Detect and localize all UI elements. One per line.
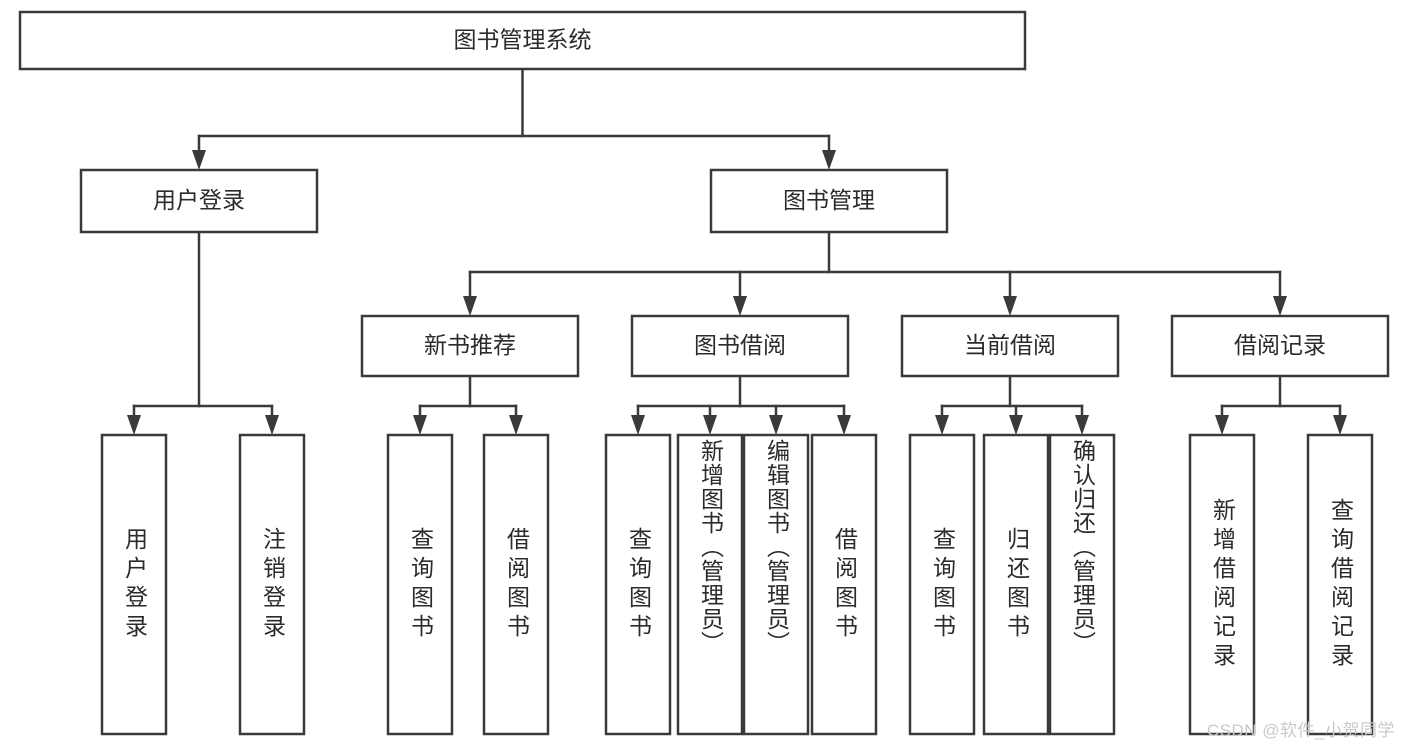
arrow-head-level3-3 xyxy=(1273,296,1287,316)
node-box-level2-用户登录[interactable] xyxy=(79,168,319,234)
node-label-root: 图书管理系统 xyxy=(454,27,592,53)
arrow-head-leaf-10 xyxy=(1075,415,1089,435)
node-label-level3-新书推荐: 新书推荐 xyxy=(424,332,516,358)
node-box-root-图书管理系统[interactable] xyxy=(18,10,1027,71)
node-box-level2-图书管理[interactable] xyxy=(709,168,949,234)
node-box-leaf-归还图书-9[interactable] xyxy=(982,433,1050,736)
node-label-level2-用户登录: 用户登录 xyxy=(153,187,245,213)
node-box-level3-借阅记录[interactable] xyxy=(1170,314,1390,378)
connectors-layer xyxy=(127,67,1347,435)
arrow-head-leaf-11 xyxy=(1215,415,1229,435)
arrow-head-level2-1 xyxy=(822,150,836,170)
node-box-level3-当前借阅[interactable] xyxy=(900,314,1120,378)
arrow-head-leaf-6 xyxy=(769,415,783,435)
arrow-head-leaf-5 xyxy=(703,415,717,435)
arrow-head-leaf-12 xyxy=(1333,415,1347,435)
watermark: CSDN @软件_小贺同学 xyxy=(1206,721,1395,740)
arrow-head-level3-0 xyxy=(463,296,477,316)
arrow-head-leaf-8 xyxy=(935,415,949,435)
arrow-head-leaf-2 xyxy=(413,415,427,435)
node-box-level3-新书推荐[interactable] xyxy=(360,314,580,378)
node-box-leaf-查询图书-4[interactable] xyxy=(604,433,672,736)
node-box-leaf-查询图书-8[interactable] xyxy=(908,433,976,736)
node-box-leaf-借阅图书-7[interactable] xyxy=(810,433,878,736)
node-box-leaf-查询图书-2[interactable] xyxy=(386,433,454,736)
node-box-leaf-新增图书管理员-5[interactable] xyxy=(676,433,744,736)
node-box-leaf-用户登录-0[interactable] xyxy=(100,433,168,736)
node-box-leaf-查询借阅记录-12[interactable] xyxy=(1306,433,1374,736)
arrow-head-leaf-4 xyxy=(631,415,645,435)
node-box-level3-图书借阅[interactable] xyxy=(630,314,850,378)
arrow-head-leaf-7 xyxy=(837,415,851,435)
boxes-layer xyxy=(18,10,1390,736)
node-label-level3-当前借阅: 当前借阅 xyxy=(964,332,1056,358)
node-label-level2-图书管理: 图书管理 xyxy=(783,187,875,213)
arrow-head-level2-0 xyxy=(192,150,206,170)
arrow-head-leaf-3 xyxy=(509,415,523,435)
node-label-level3-借阅记录: 借阅记录 xyxy=(1234,332,1326,358)
arrow-head-level3-1 xyxy=(733,296,747,316)
node-box-leaf-确认归还管理员-10[interactable] xyxy=(1048,433,1116,736)
arrow-head-leaf-1 xyxy=(265,415,279,435)
arrow-head-level3-2 xyxy=(1003,296,1017,316)
node-box-leaf-注销登录-1[interactable] xyxy=(238,433,306,736)
node-box-leaf-编辑图书管理员-6[interactable] xyxy=(742,433,810,736)
node-label-level3-图书借阅: 图书借阅 xyxy=(694,332,786,358)
node-box-leaf-新增借阅记录-11[interactable] xyxy=(1188,433,1256,736)
arrow-head-leaf-9 xyxy=(1009,415,1023,435)
arrow-head-leaf-0 xyxy=(127,415,141,435)
node-box-leaf-借阅图书-3[interactable] xyxy=(482,433,550,736)
